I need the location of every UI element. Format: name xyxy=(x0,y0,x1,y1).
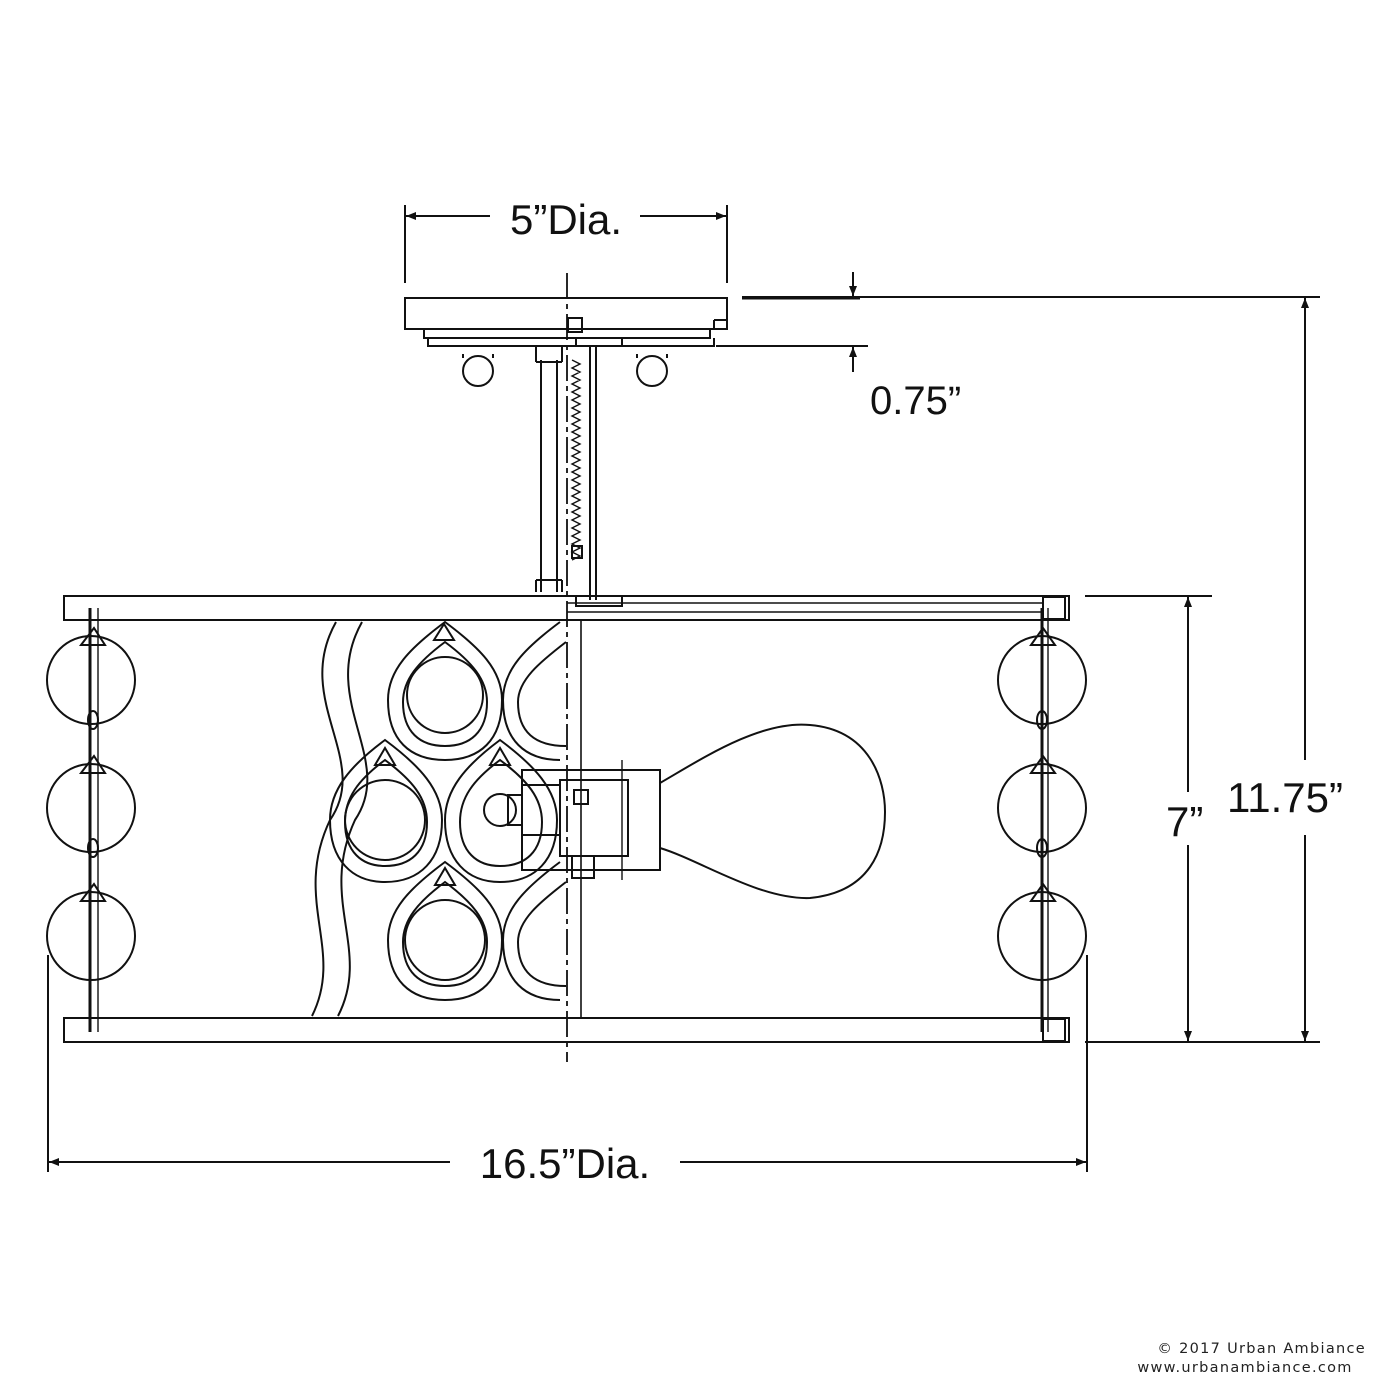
dimension-shade-diameter xyxy=(47,955,1088,1172)
crystal-strand-left xyxy=(46,608,136,1032)
label-overall-height: 11.75” xyxy=(1227,774,1343,821)
label-shade-height: 7” xyxy=(1166,798,1203,845)
socket-and-bulb xyxy=(483,723,887,900)
footer-credit: © 2017 Urban Ambiance www.urbanambiance.… xyxy=(1137,1340,1366,1378)
shade-frame xyxy=(63,595,1070,1043)
dimension-canopy-diameter xyxy=(404,205,728,283)
ceiling-canopy xyxy=(404,297,728,387)
dimension-canopy-thickness xyxy=(716,272,1320,372)
dimension-shade-height xyxy=(1085,595,1320,1043)
label-canopy-thickness: 0.75” xyxy=(870,379,961,423)
copyright-text: © 2017 Urban Ambiance xyxy=(1157,1341,1366,1357)
label-canopy-diameter: 5”Dia. xyxy=(510,196,622,243)
label-shade-diameter: 16.5”Dia. xyxy=(480,1140,650,1187)
lattice-panel xyxy=(311,620,567,1017)
stem xyxy=(535,346,623,607)
website-text: www.urbanambiance.com xyxy=(1137,1360,1353,1376)
crystal-strand-right xyxy=(997,608,1087,1032)
